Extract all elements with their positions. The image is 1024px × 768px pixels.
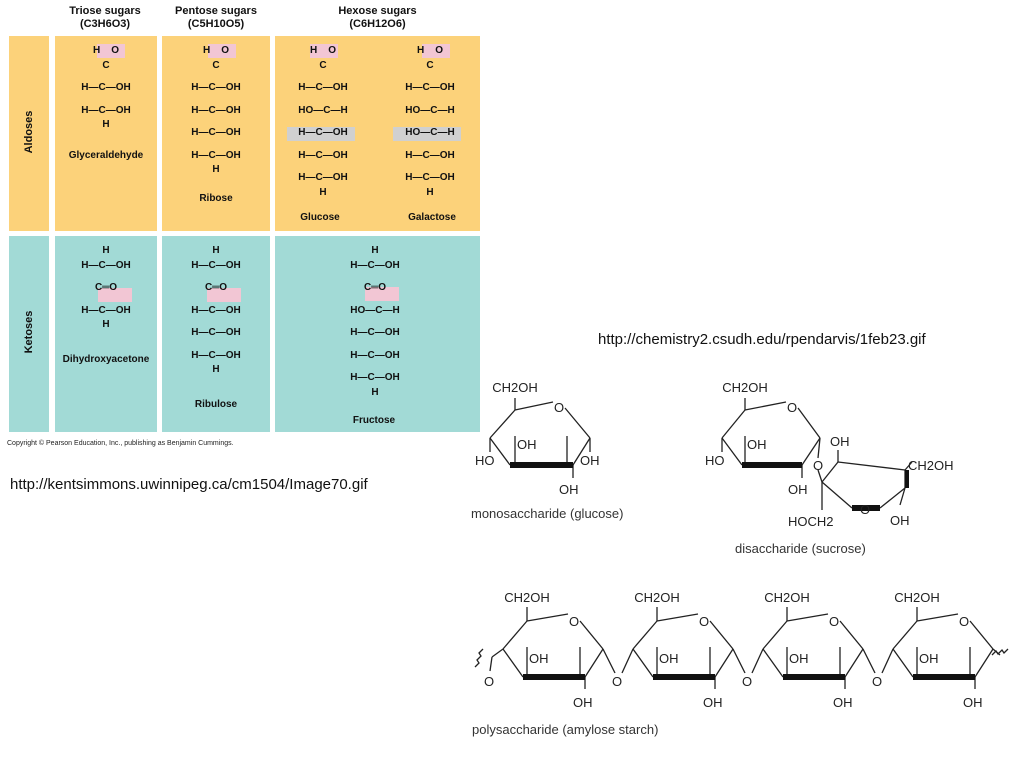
dihydroxyacetone-name: Dihydroxyacetone [62,354,150,365]
oh-label: OH [747,437,767,452]
oh-label: OH [517,437,537,452]
glucose-c4-highlight [287,127,355,141]
disaccharide-caption: disaccharide (sucrose) [735,541,866,556]
ch2oh-label: CH2OH [492,380,538,395]
ribulose-name: Ribulose [194,399,238,410]
ch2oh-label: CH2OH [722,380,768,395]
ketoses-label-cell: Ketoses [9,236,49,432]
glucose-name: Glucose [300,212,340,223]
triose-heading: Triose sugars (C3H6O3) [55,5,155,31]
ring-oxygen-label: O [554,400,564,415]
ketone-highlight [365,287,399,301]
ch2oh-label: CH2OH [764,590,810,605]
aldehyde-highlight [422,44,450,58]
glycosidic-oxygen-label: O [612,674,622,689]
aldoses-label-cell: Aldoses [9,36,49,231]
ring-oxygen-label: O [569,614,579,629]
ribulose-structure: H H—C—OH C═O H—C—OH H—C—OH H—C—OH H [191,245,241,375]
ketone-highlight [207,288,241,302]
oh-label: OH [659,651,679,666]
triose-name: Triose sugars [69,5,141,17]
polysaccharide-caption: polysaccharide (amylose starch) [472,722,658,737]
ketose-pentose-cell [162,236,270,432]
oh-label: OH [919,651,939,666]
oh-label: OH [963,695,983,710]
glyceraldehyde-structure: H O C H—C—OH H—C—OH H [81,45,131,130]
ring-oxygen-label: O [959,614,969,629]
oh-label: OH [573,695,593,710]
oh-label: OH [890,513,910,528]
triose-formula: (C3H6O3) [79,18,131,30]
glycosidic-oxygen-label: O [813,458,823,473]
ring-oxygen-label: O [829,614,839,629]
ketose-hexose-cell [275,236,480,432]
ho-label: HO [705,453,725,468]
fructose-name: Fructose [352,415,396,426]
fructose-structure: H H—C—OH C═O HO—C—H H—C—OH H—C—OH H—C—OH… [350,245,400,398]
ch2oh-label: CH2OH [504,590,550,605]
hexose-heading: Hexose sugars (C6H12O6) [275,5,480,31]
oh-label: OH [833,695,853,710]
ketoses-label: Ketoses [23,310,35,354]
ketose-triose-cell [55,236,157,432]
ring-oxygen-label: O [860,502,870,517]
ring-oxygen-label: O [787,400,797,415]
polysaccharide-structure: CH2OH CH2OH CH2OH CH2OH O O O O OH OH OH… [472,590,1009,737]
glyceraldehyde-name: Glyceraldehyde [68,150,144,161]
ch2oh-label: CH2OH [908,458,954,473]
ho-label: HO [475,453,495,468]
ketone-highlight [98,288,132,302]
glycosidic-oxygen-label: O [872,674,882,689]
oh-label: OH [580,453,600,468]
monosaccharide-structure: CH2OH O OH HO OH OH monosaccharide (gluc… [471,380,623,521]
aldehyde-highlight [97,44,125,58]
source-url-left: http://kentsimmons.uwinnipeg.ca/cm1504/I… [10,476,368,493]
pentose-formula: (C5H10O5) [187,18,245,30]
pentose-name: Pentose sugars [175,5,257,17]
aldehyde-highlight [208,44,236,58]
oh-label: OH [830,434,850,449]
oh-label: OH [788,482,808,497]
oh-label: OH [703,695,723,710]
oh-label: OH [529,651,549,666]
ribose-name: Ribose [199,193,233,204]
hexose-name: Hexose sugars [338,5,417,17]
ring-oxygen-label: O [699,614,709,629]
glycosidic-oxygen-label: O [742,674,752,689]
galactose-structure: H O C H—C—OH HO—C—H HO—C—H H—C—OH H—C—OH… [405,45,455,198]
dihydroxyacetone-structure: H H—C—OH C═O H—C—OH H [81,245,131,330]
pentose-heading: Pentose sugars (C5H10O5) [162,5,270,31]
glucose-structure: H O C H—C—OH HO—C—H H—C—OH H—C—OH H—C—OH… [298,45,348,198]
copyright-note: Copyright © Pearson Education, Inc., pub… [7,440,234,447]
aldose-triose-cell [55,36,157,231]
oh-label: OH [559,482,579,497]
galactose-c4-highlight [393,127,461,141]
ch2oh-label: CH2OH [894,590,940,605]
hoch2-label: HOCH2 [788,514,834,529]
monosaccharide-caption: monosaccharide (glucose) [471,506,623,521]
terminal-oxygen-label: O [484,674,494,689]
oh-label: OH [789,651,809,666]
source-url-right: http://chemistry2.csudh.edu/rpendarvis/1… [598,331,926,348]
aldehyde-highlight [310,44,338,58]
disaccharide-structure: CH2OH O OH HO OH O OH CH2OH HOCH2 O OH d… [705,380,954,556]
ch2oh-label: CH2OH [634,590,680,605]
aldoses-label: Aldoses [23,110,35,154]
ribose-structure: H O C H—C—OH H—C—OH H—C—OH H—C—OH H [191,45,241,175]
aldose-pentose-cell [162,36,270,231]
galactose-name: Galactose [408,212,456,223]
hexose-formula: (C6H12O6) [349,18,406,30]
